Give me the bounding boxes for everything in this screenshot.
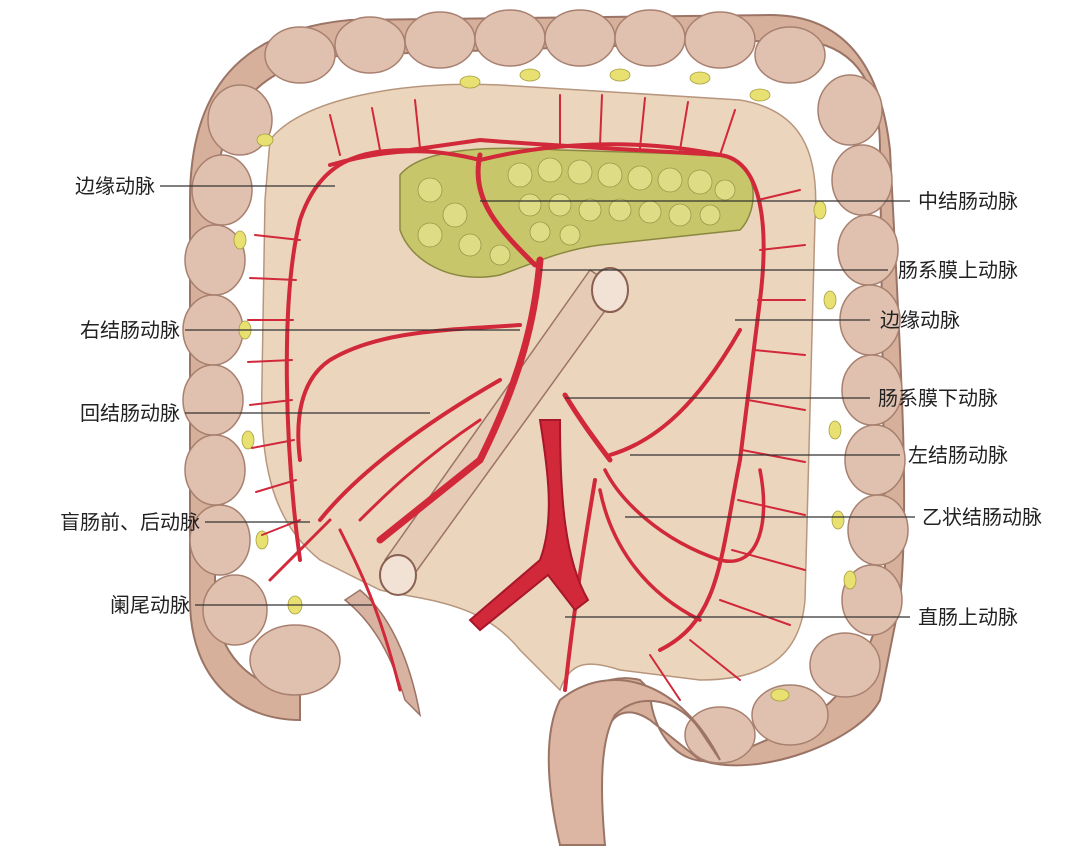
appendicular-artery bbox=[338, 528, 402, 692]
ileum bbox=[379, 267, 629, 596]
aorta bbox=[468, 419, 590, 632]
middle-colic-artery bbox=[475, 152, 538, 268]
ima-artery bbox=[562, 392, 613, 463]
sigmoid-artery bbox=[603, 468, 766, 564]
label-appendicular-artery: 阑尾动脉 bbox=[110, 593, 190, 617]
label-superior-rectal-artery: 直肠上动脉 bbox=[918, 605, 1018, 629]
label-ileocolic-artery: 回结肠动脉 bbox=[80, 401, 180, 425]
leader-lines bbox=[160, 185, 915, 618]
label-marginal-artery-right: 边缘动脉 bbox=[880, 308, 960, 332]
sma-trunk bbox=[376, 256, 544, 544]
superior-rectal-artery bbox=[563, 478, 597, 692]
colon bbox=[182, 9, 909, 846]
right-colic-artery bbox=[296, 323, 522, 462]
label-sigmoid-arteries: 乙状结肠动脉 bbox=[922, 505, 1042, 529]
rectum bbox=[547, 679, 721, 846]
fat-appendices bbox=[233, 68, 857, 702]
label-inferior-mesenteric-artery: 肠系膜下动脉 bbox=[878, 386, 998, 410]
label-right-colic-artery: 右结肠动脉 bbox=[80, 318, 180, 342]
label-left-colic-artery: 左结肠动脉 bbox=[908, 443, 1008, 467]
label-middle-colic-artery: 中结肠动脉 bbox=[918, 189, 1018, 213]
left-colic-artery bbox=[608, 328, 742, 457]
ileocolic-artery bbox=[318, 378, 502, 522]
cecal-artery bbox=[268, 518, 332, 582]
label-superior-mesenteric-artery: 肠系膜上动脉 bbox=[898, 258, 1018, 282]
appendix bbox=[343, 589, 422, 718]
label-cecal-arteries: 盲肠前、后动脉 bbox=[60, 510, 200, 534]
pancreas bbox=[399, 147, 754, 278]
label-marginal-artery-left: 边缘动脉 bbox=[75, 174, 155, 198]
arteries bbox=[247, 94, 806, 701]
haustra bbox=[182, 9, 909, 764]
